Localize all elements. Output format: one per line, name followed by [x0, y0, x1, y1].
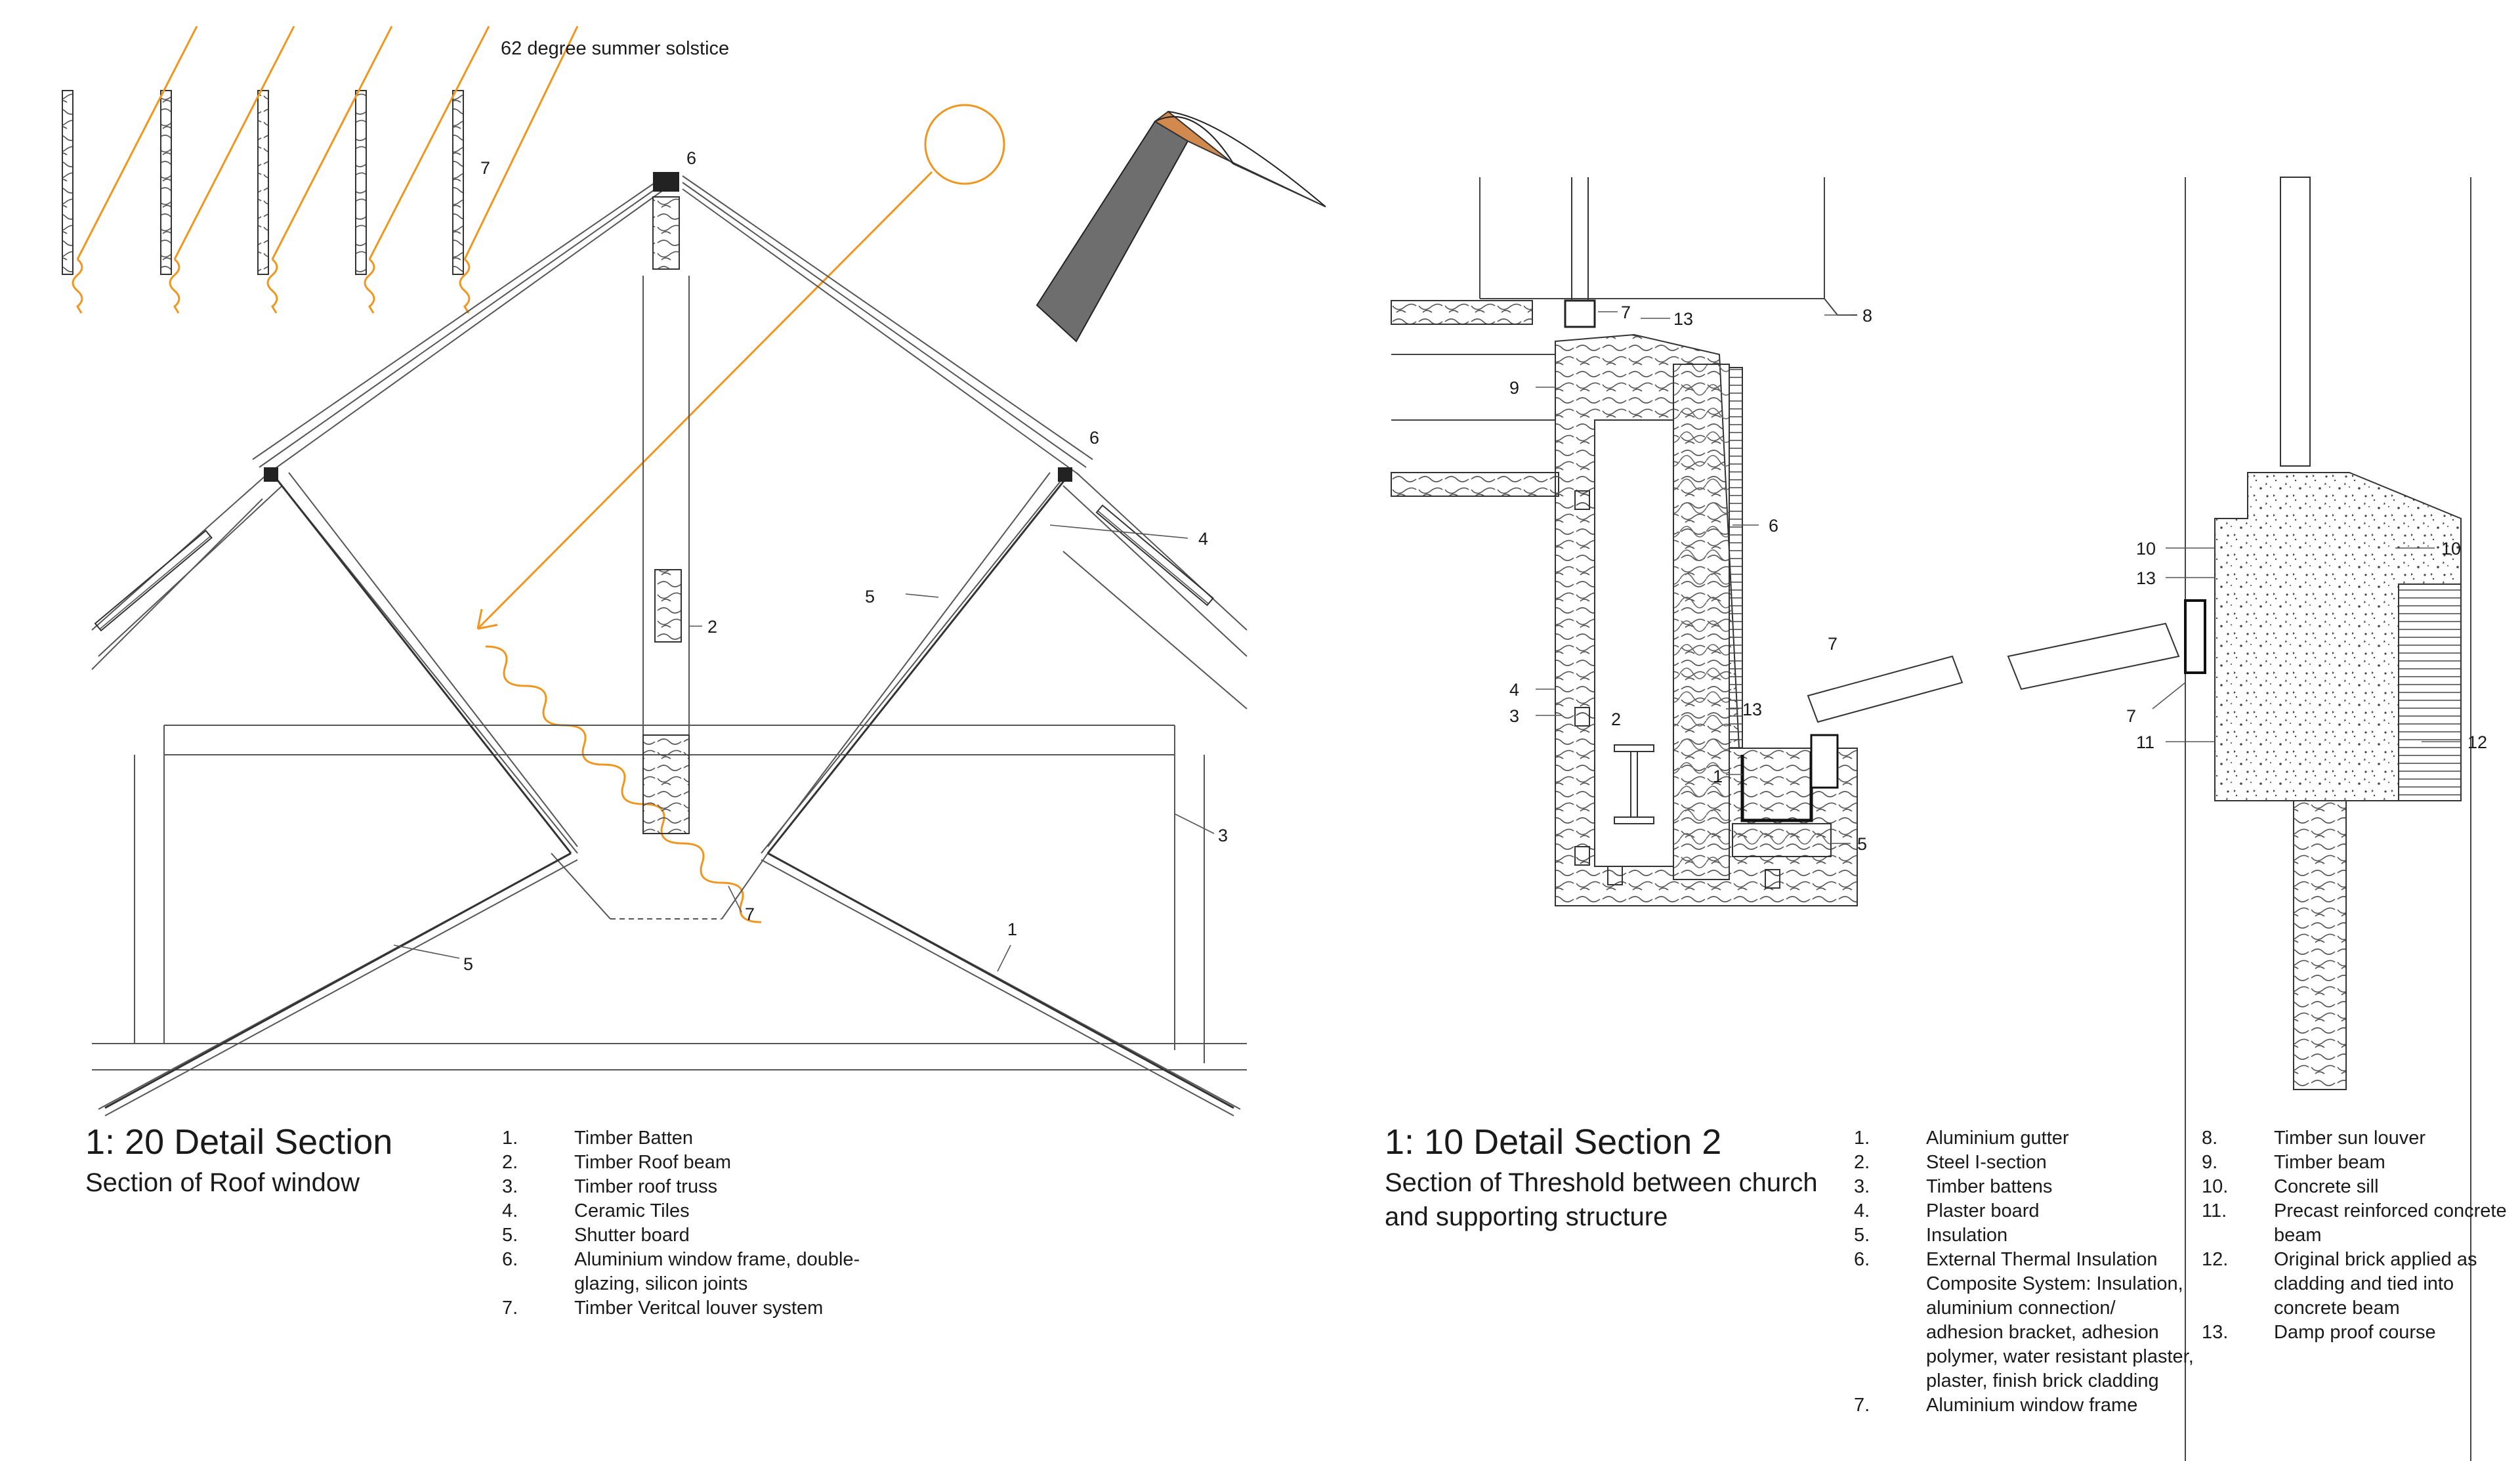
concrete-pier: [2293, 800, 2347, 1090]
left-legend: 1.Timber Batten 2.Timber Roof beam 3.Tim…: [502, 1126, 870, 1321]
gutter-frame: [1810, 734, 1839, 789]
legend-item: 3.Timber battens: [1854, 1176, 2053, 1197]
roof-lines: [91, 175, 1248, 1116]
callout-7: 7: [2126, 706, 2136, 726]
callout-6: 6: [1089, 428, 1099, 448]
callout-11: 11: [2136, 732, 2154, 752]
legend-item: 1.Timber Batten: [502, 1128, 694, 1149]
sun-rays: [72, 26, 1005, 923]
legend-item: 4.Ceramic Tiles: [502, 1200, 690, 1221]
callout-6: 6: [686, 148, 696, 168]
timber-roof-beam: [654, 569, 682, 643]
timber-batten: [1607, 866, 1623, 885]
right-section-title: 1: 10 Detail Section 2: [1385, 1122, 1722, 1162]
roof-window-section: 7 6 6 4 5 2 3 7 5 1 62 degree summer sol…: [62, 26, 1326, 1116]
callout-4: 4: [1198, 529, 1208, 549]
left-section-title: 1: 20 Detail Section: [85, 1122, 393, 1162]
callout-9: 9: [1509, 378, 1519, 398]
legend-item: 11.Precast reinforced concrete beam: [2202, 1200, 2507, 1246]
legend-item: 3.Timber roof truss: [502, 1176, 718, 1197]
timber-batten: [1574, 707, 1590, 727]
original-brick-cladding: [2398, 583, 2462, 801]
roof-model-3d: [1036, 110, 1326, 343]
etics-insulation: [1673, 364, 1730, 880]
glazing-vertical: [2280, 177, 2311, 467]
timber-beam-top: [652, 196, 680, 270]
legend-item: 8.Timber sun louver: [2202, 1128, 2426, 1149]
left-section-subtitle: Section of Roof window: [85, 1168, 360, 1197]
legend-item: 7.Aluminium window frame: [1854, 1395, 2138, 1416]
callout-7: 7: [745, 904, 755, 924]
window-frame-left: [264, 467, 278, 482]
legend-item: 6.Aluminium window frame, double-glazing…: [502, 1249, 860, 1294]
callout-13: 13: [2136, 568, 2156, 588]
slab-top: [1391, 300, 1533, 325]
legend-item: 7.Timber Veritcal louver system: [502, 1298, 824, 1319]
steel-i-section: [1614, 744, 1654, 824]
legend-item: 5.Insulation: [1854, 1225, 2008, 1246]
callout-1: 1: [1007, 920, 1017, 939]
callout-13: 13: [1742, 700, 1762, 719]
callout-5: 5: [1857, 834, 1867, 854]
legend-item: 10.Concrete sill: [2202, 1176, 2379, 1197]
brick-cladding: [1729, 367, 1743, 749]
timber-beam-lower: [642, 734, 690, 834]
window-frame-right: [1058, 467, 1072, 482]
callout-3: 3: [1509, 706, 1519, 726]
timber-batten: [1765, 869, 1780, 889]
timber-batten: [1574, 490, 1590, 510]
callout-2: 2: [1611, 709, 1621, 729]
callout-6: 6: [1769, 516, 1778, 536]
callout-7: 7: [1621, 303, 1631, 322]
legend-item: 6.External Thermal Insulation Composite …: [1854, 1249, 2194, 1391]
ceramic-tiles: [94, 504, 1214, 632]
slab-left: [1391, 472, 1559, 497]
callout-8: 8: [1862, 306, 1872, 326]
legend-item: 1.Aluminium gutter: [1854, 1128, 2069, 1149]
timber-batten: [1574, 846, 1590, 866]
legend-item: 9.Timber beam: [2202, 1152, 2385, 1173]
right-legend-col2: 8.Timber sun louver 9.Timber beam 10.Con…: [2202, 1126, 2510, 1345]
right-section-subtitle: Section of Threshold between church and …: [1385, 1168, 1818, 1231]
callout-7: 7: [1828, 634, 1838, 654]
legend-item: 13.Damp proof course: [2202, 1322, 2436, 1343]
window-frame-top: [653, 172, 679, 192]
glazing-panel-right: [2007, 622, 2180, 690]
callout-5: 5: [463, 954, 473, 974]
sun-note: 62 degree summer solstice: [501, 38, 729, 59]
window-frame-7: [1564, 299, 1596, 328]
callout-7: 7: [480, 158, 490, 178]
callout-2: 2: [707, 617, 717, 637]
callout-10: 10: [2441, 539, 2461, 559]
legend-item: 5.Shutter board: [502, 1225, 690, 1246]
callout-5: 5: [865, 587, 875, 606]
callout-13: 13: [1673, 309, 1693, 329]
callout-1: 1: [1713, 767, 1723, 786]
callout-3: 3: [1218, 826, 1228, 845]
legend-item: 2.Steel I-section: [1854, 1152, 2047, 1173]
louver-system: [62, 90, 464, 275]
window-frame-right: [2184, 599, 2206, 674]
threshold-section: 7 13 8 9 6 7 4 13 3 2 1 5 10 10 13 7 11 …: [1391, 177, 2487, 1461]
glazing-panel-left: [1807, 655, 1964, 723]
callout-12: 12: [2468, 732, 2487, 752]
right-legend-col1: 1.Aluminium gutter 2.Steel I-section 3.T…: [1854, 1126, 2195, 1418]
callout-10: 10: [2136, 539, 2156, 559]
shutter-boards: [104, 477, 1234, 1109]
legend-item: 4.Plaster board: [1854, 1200, 2040, 1221]
legend-item: 2.Timber Roof beam: [502, 1152, 732, 1173]
callout-4: 4: [1509, 680, 1519, 700]
legend-item: 12.Original brick applied as cladding an…: [2202, 1249, 2477, 1319]
insulation-bottom: [1732, 823, 1832, 857]
